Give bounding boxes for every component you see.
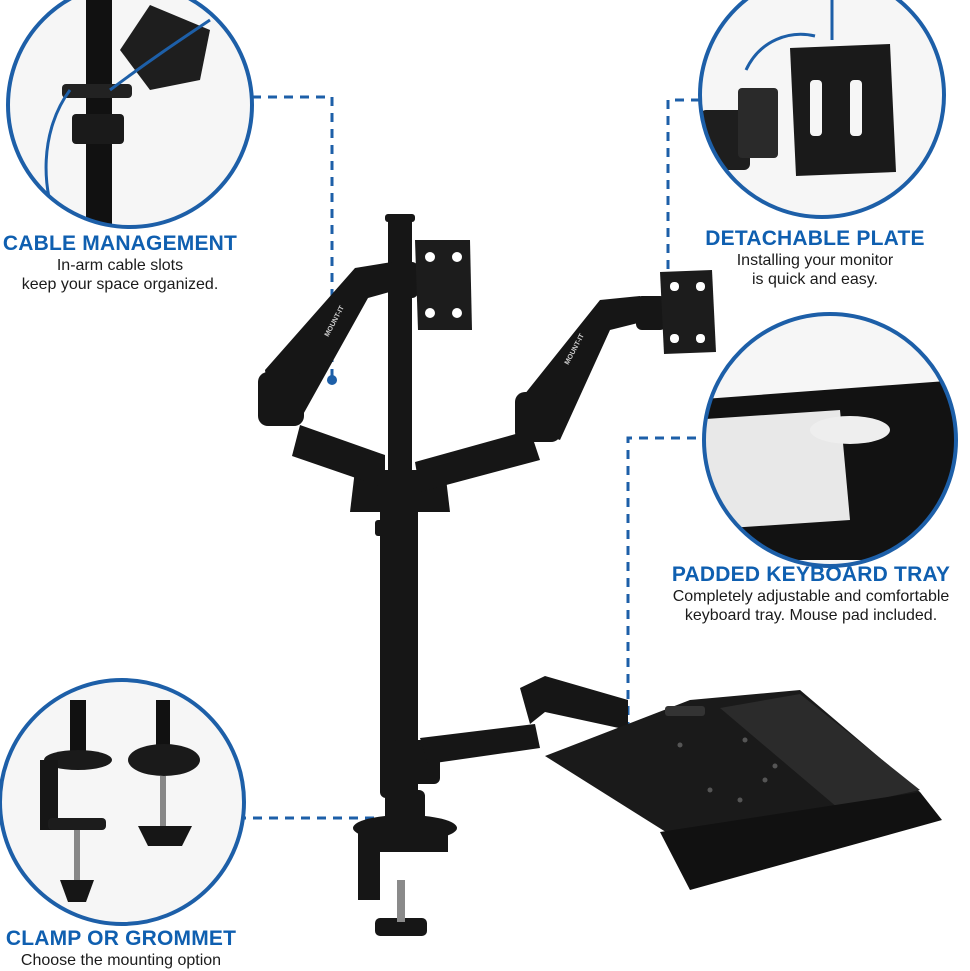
left-tilt-joint — [388, 262, 418, 298]
detachable-plate-line2: is quick and easy. — [752, 271, 878, 288]
detachable-plate-title: DETACHABLE PLATE — [705, 227, 925, 250]
connector-detachable-plate — [666, 98, 700, 310]
right-lower-arm — [415, 430, 540, 492]
left-elbow — [258, 372, 304, 426]
clamp-body — [358, 832, 448, 900]
keyboard-tray-line2: keyboard tray. Mouse pad included. — [684, 607, 938, 624]
tray-handle — [665, 706, 705, 716]
base-collar — [385, 790, 425, 828]
top-cap — [385, 214, 415, 222]
left-lower-arm — [292, 425, 385, 488]
tray-mouse-pad — [720, 694, 920, 808]
inset-detachable-plate — [698, 0, 946, 219]
right-elbow — [515, 392, 561, 442]
cable-management-line2: keep your space organized. — [21, 276, 219, 293]
connector-cable-management — [236, 95, 334, 380]
inset-cable-management — [6, 0, 254, 229]
keyboard-tray-line1: Completely adjustable and comfortable — [672, 588, 950, 605]
detachable-plate-line1: Installing your monitor — [736, 252, 894, 269]
right-tilt-joint — [636, 296, 666, 330]
cable-management-title: CABLE MANAGEMENT — [2, 232, 238, 255]
clamp-grommet-line1: Choose the mounting option — [20, 952, 222, 969]
height-knob — [375, 520, 389, 536]
callout-connectors — [236, 95, 712, 820]
callout-keyboard-tray: PADDED KEYBOARD TRAY Completely adjustab… — [652, 563, 970, 625]
cable-management-line1: In-arm cable slots — [56, 257, 184, 274]
connector-keyboard-tray — [626, 436, 712, 760]
clamp-grommet-title: CLAMP OR GROMMET — [5, 927, 237, 950]
tray-wrist-rest — [660, 792, 942, 890]
keyboard-arm — [420, 724, 540, 764]
vesa-plates — [415, 240, 716, 354]
callout-detachable-plate: DETACHABLE PLATE Installing your monitor… — [690, 227, 940, 289]
left-vesa-plate — [415, 240, 472, 330]
callout-cable-management: CABLE MANAGEMENT In-arm cable slots keep… — [0, 232, 240, 294]
keyboard-gas-arm — [520, 676, 628, 730]
clamp-bottom — [375, 918, 427, 936]
mount-stand — [258, 214, 666, 936]
inset-clamp-grommet — [0, 678, 246, 926]
clamp-screw — [397, 880, 405, 922]
inset-keyboard-tray — [702, 312, 958, 568]
callout-clamp-grommet: CLAMP OR GROMMET Choose the mounting opt… — [0, 927, 242, 970]
upper-pole — [388, 218, 412, 494]
keyboard-tray-illustration — [545, 690, 942, 890]
keyboard-tray-title: PADDED KEYBOARD TRAY — [671, 563, 951, 586]
lower-pole — [380, 498, 418, 798]
